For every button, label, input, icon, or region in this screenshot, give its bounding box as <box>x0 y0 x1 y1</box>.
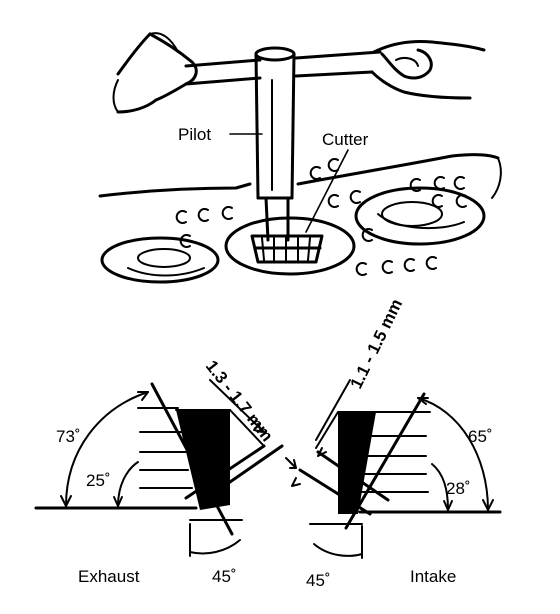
exhaust-valve-face <box>176 410 230 510</box>
left-hand <box>112 32 198 114</box>
right-hand <box>370 40 486 100</box>
cutting-tool-illustration: Pilot Cutter <box>98 32 502 284</box>
exhaust-bottom-angle-arc <box>189 539 241 555</box>
pilot-shaft <box>254 46 296 242</box>
exhaust-inner-angle-label: 25˚ <box>86 471 111 490</box>
cutter-label: Cutter <box>322 130 369 149</box>
pilot-label: Pilot <box>178 125 211 144</box>
intake-width-label: 1.1 - 1.5 mm <box>347 296 407 392</box>
intake-inner-angle-arc <box>431 463 449 511</box>
cutter <box>250 234 324 264</box>
intake-outer-angle-arc <box>417 397 489 511</box>
t-handle <box>184 50 382 86</box>
exhaust-inner-angle-arc <box>117 461 139 507</box>
cylinder-head <box>98 153 502 284</box>
intake-inner-angle-text: 28˚ <box>446 479 471 498</box>
exhaust-outer-angle-arc <box>65 391 149 507</box>
exhaust-width-arrow <box>253 423 297 469</box>
intake-bottom-angle-arc <box>313 543 363 557</box>
intake-width-arrow <box>291 447 327 487</box>
intake-valve-face <box>338 412 376 514</box>
intake-outer-angle-label: 65˚ <box>468 427 493 446</box>
intake-label: Intake <box>410 567 456 586</box>
cutter-leader <box>305 149 349 233</box>
intake-seat-diagram: 65˚ 28˚ 45˚ 1.1 - 1.5 mm Intake <box>291 296 502 590</box>
exhaust-outer-angle-label: 73˚ <box>56 427 81 446</box>
exhaust-label: Exhaust <box>78 567 140 586</box>
exhaust-bottom-angle-label: 45˚ <box>212 567 237 586</box>
exhaust-seat-diagram: 73˚ 25˚ 45˚ 1.3 - 1.7 mm Exhaust <box>34 357 297 586</box>
intake-bottom-angle-label: 45˚ <box>306 571 331 590</box>
